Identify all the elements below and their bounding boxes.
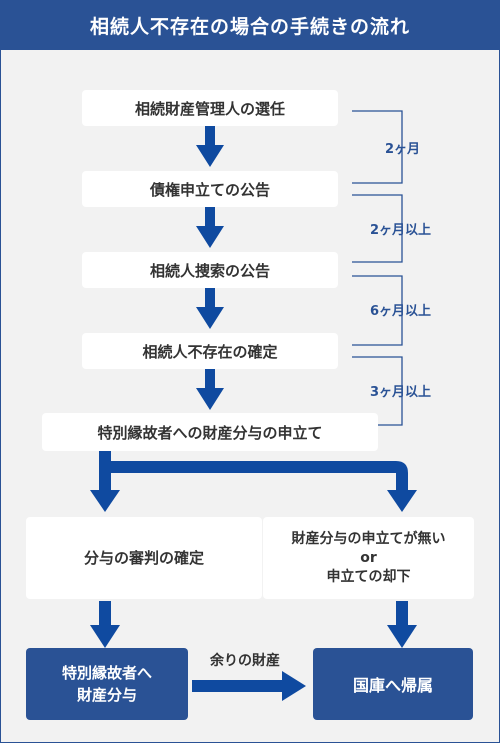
arrow-down-3: [196, 288, 224, 329]
period-label-1: 2ヶ月: [385, 142, 421, 157]
period-label-3: 6ヶ月以上: [370, 304, 432, 319]
step-creditor-notice: 債権申立ての公告: [82, 171, 338, 207]
branch-line: 申立ての却下: [326, 568, 411, 585]
step-label: 債権申立ての公告: [149, 180, 270, 199]
step-heir-search-notice: 相続人捜索の公告: [82, 252, 338, 288]
period-bracket-1: [352, 110, 403, 184]
period-bracket-3: [352, 275, 403, 346]
arrow-down-right-outcome: [387, 601, 417, 648]
branch-arrow-right: [99, 461, 417, 512]
step-label: 相続財産管理人の選任: [134, 99, 285, 118]
diagram-title: 相続人不存在の場合の手続きの流れ: [0, 0, 500, 50]
outcome-state-treasury: 国庫へ帰属: [313, 648, 473, 720]
arrow-down-2: [196, 207, 224, 248]
period-label-2: 2ヶ月以上: [370, 223, 432, 238]
step-label: 特別縁故者への財産分与の申立て: [97, 423, 323, 442]
step-appoint-administrator: 相続財産管理人の選任: [82, 90, 338, 126]
arrow-down-left-outcome: [90, 601, 120, 648]
remaining-assets-label: 余りの財産: [210, 653, 280, 669]
branch-award-confirmed: 分与の審判の確定: [26, 517, 262, 599]
branch-line: or: [360, 549, 377, 566]
outcome-label: 国庫へ帰属: [352, 676, 433, 695]
period-label-4: 3ヶ月以上: [370, 385, 432, 400]
outcome-line: 特別縁故者へ: [61, 664, 152, 682]
step-special-relation-claim: 特別縁故者への財産分与の申立て: [42, 413, 378, 451]
branch-line: 財産分与の申立てが無い: [291, 530, 446, 547]
outcome-distribution-to-relations: 特別縁故者へ 財産分与: [26, 648, 188, 720]
step-heir-absence-confirmed: 相続人不存在の確定: [82, 333, 338, 369]
branch-arrow-left: [90, 451, 120, 512]
arrow-down-4: [196, 369, 224, 410]
arrow-remaining-assets: [192, 671, 306, 701]
step-label: 相続人不存在の確定: [142, 342, 278, 361]
arrow-down-1: [196, 126, 224, 167]
outcome-line: 財産分与: [76, 686, 137, 704]
branch-label: 分与の審判の確定: [83, 548, 204, 567]
branch-no-claim-or-dismissed: 財産分与の申立てが無い or 申立ての却下: [263, 517, 474, 599]
period-bracket-2: [352, 194, 403, 263]
step-label: 相続人捜索の公告: [149, 261, 270, 280]
